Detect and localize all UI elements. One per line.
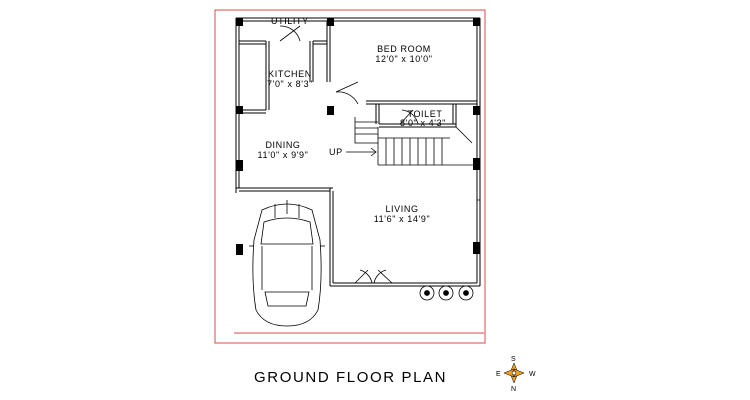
toilet-label: TOILET (408, 109, 443, 119)
staircase (346, 117, 477, 166)
dining-label: DINING (265, 140, 300, 150)
column (327, 18, 334, 26)
compass-n: N (511, 386, 516, 393)
column (236, 106, 243, 114)
compass-w: W (529, 371, 536, 378)
column (473, 158, 480, 170)
compass-s: S (511, 356, 516, 363)
column (473, 106, 480, 115)
shrubs (419, 285, 474, 301)
toilet-size: 8'0" x 4'3" (400, 118, 446, 128)
stair-up-label: UP (329, 147, 343, 157)
compass-e: E (496, 371, 501, 378)
columns (236, 18, 480, 255)
kitchen-label: KITCHEN (268, 69, 312, 79)
bedroom-size: 12'0" x 10'0" (375, 54, 432, 64)
living-label: LIVING (385, 204, 418, 214)
doors (279, 25, 419, 284)
utility-label: UTILITY (271, 16, 309, 26)
column (473, 242, 480, 254)
plan-title: GROUND FLOOR PLAN (254, 369, 447, 386)
column (236, 18, 243, 26)
column (473, 18, 480, 26)
compass-icon: S W E N (496, 356, 536, 393)
dining-size: 11'0" x 9'9" (258, 150, 309, 160)
bedroom-label: BED ROOM (377, 44, 431, 54)
living-size: 11'6" x 14'9" (374, 214, 431, 224)
column (327, 106, 334, 115)
kitchen-size: 7'0" x 8'3" (267, 79, 313, 89)
car-icon (249, 200, 325, 327)
walls (235, 17, 481, 287)
windows (333, 199, 480, 287)
column (236, 244, 243, 255)
plot-boundary (214, 9, 486, 344)
column (236, 160, 243, 171)
plot-boundary-outer (214, 9, 486, 344)
